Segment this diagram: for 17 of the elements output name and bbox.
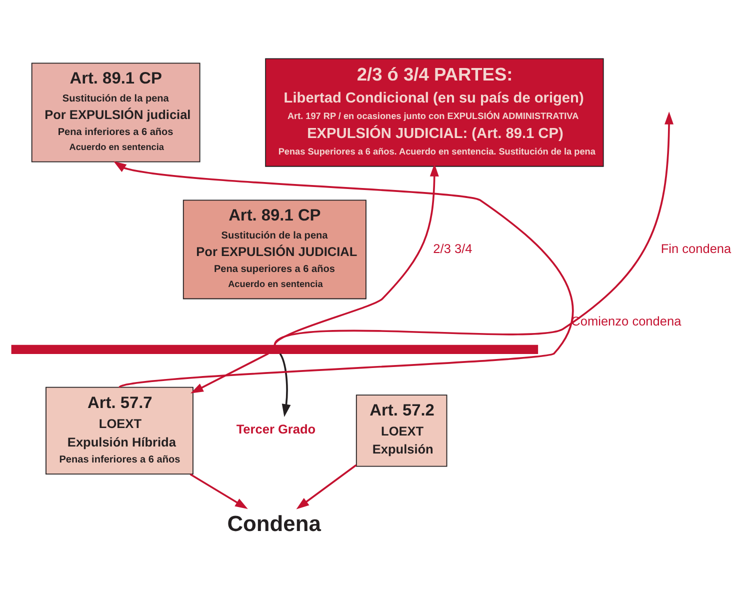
node-bar — [11, 344, 538, 354]
arrow — [274, 164, 439, 346]
edge-label: 2/3 3/4 — [433, 240, 472, 256]
arrow — [279, 353, 291, 417]
node-text: Condena — [227, 510, 321, 536]
edge-label: Fin condena — [660, 240, 732, 256]
arrow — [296, 464, 357, 510]
arrow — [190, 474, 248, 510]
node-text: Tercer Grado — [236, 422, 316, 437]
node-box: Art. 57.7 LOEXT Expulsión Híbrida Penas inferiores a 6 años — [46, 386, 194, 474]
node-box: 2/3 ó 3/4 PARTES: Libertad Condicional (en su país de origen) Art. 197 RP / en ocasiones junto con EXPULSIÓN ADMINISTRATIVA EXPULSIÓN JUDICIAL: (Art. 89.1 CP) Penas Superiores a 6 años. Acuerdo en sentencia. Sustitución de la pena — [265, 58, 604, 167]
arrow — [190, 352, 269, 394]
node-box: Art. 89.1 CP Sustitución de la pena Por EXPULSIÓN JUDICIAL Pena superiores a 6 años Acuerdo en sentencia — [182, 200, 366, 300]
arrow — [274, 112, 674, 346]
arrow — [114, 161, 574, 388]
node-box: Art. 57.2 LOEXT Expulsión — [356, 394, 448, 467]
node-box: Art. 89.1 CP Sustitución de la pena Por EXPULSIÓN judicial Pena inferiores a 6 años Acuerdo en sentencia — [31, 62, 200, 162]
